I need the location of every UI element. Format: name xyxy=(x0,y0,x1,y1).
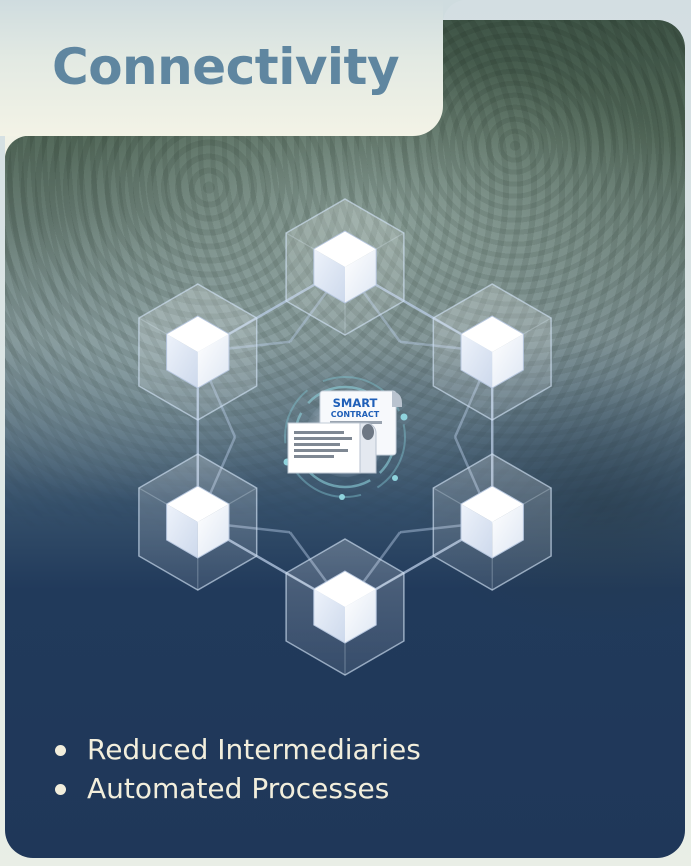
bullet-dot xyxy=(55,784,66,795)
title-tab: Connectivity xyxy=(0,0,467,160)
bullet-text: Reduced Intermediaries xyxy=(87,733,421,766)
benefits-list: Reduced Intermediaries Automated Process… xyxy=(55,730,421,808)
page-title: Connectivity xyxy=(52,38,400,96)
bullet-dot xyxy=(55,745,66,756)
bullet-text: Automated Processes xyxy=(87,772,390,805)
list-item: Automated Processes xyxy=(55,769,421,808)
list-item: Reduced Intermediaries xyxy=(55,730,421,769)
